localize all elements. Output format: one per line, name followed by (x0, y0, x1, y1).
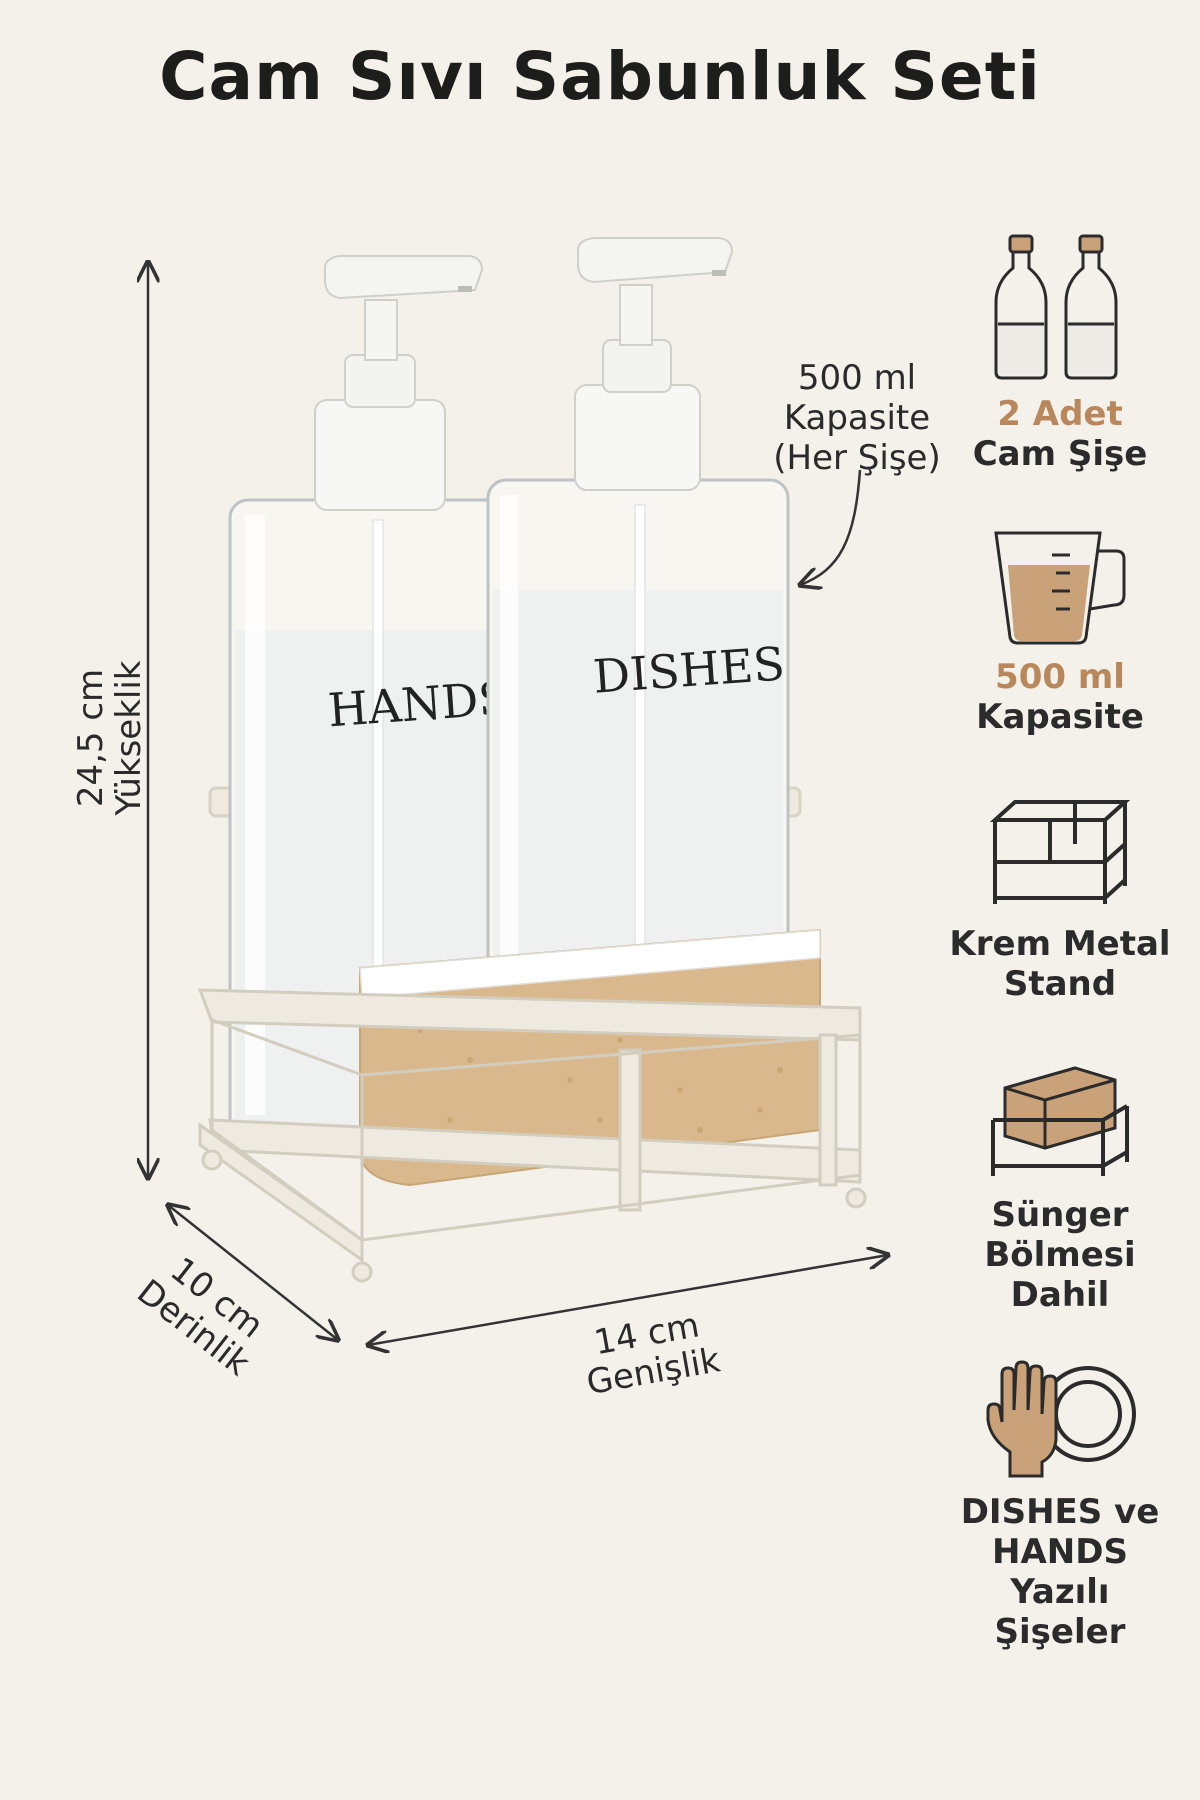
depth-dimension-line (168, 1205, 338, 1340)
feature-glass-bottles-line1: 2 Adet (997, 394, 1123, 434)
capacity-note-line2: Kapasite (783, 398, 931, 438)
feature-sponge-line1: Sünger (991, 1195, 1129, 1235)
feature-labeled-line1: DISHES ve (960, 1492, 1160, 1532)
sponge-compartment-icon (991, 1066, 1129, 1176)
measuring-cup-icon (994, 531, 1126, 645)
glass-bottles-icon (994, 234, 1118, 380)
bottle-dishes-label: DISHES (591, 636, 786, 703)
page-title: Cam Sıvı Sabunluk Seti (159, 38, 1041, 115)
height-label: 24,5 cm Yükseklik (71, 658, 149, 818)
feature-labeled-line3: Yazılı Şişeler (994, 1572, 1126, 1652)
feature-sponge-line2: Bölmesi (984, 1235, 1136, 1275)
capacity-note-line1: 500 ml (797, 358, 917, 398)
capacity-note-line3: (Her Şişe) (773, 438, 941, 478)
width-dimension-line (368, 1255, 888, 1345)
feature-labeled-line2: HANDS (992, 1532, 1128, 1572)
metal-stand-icon (989, 800, 1131, 904)
metal-stand-front (197, 988, 867, 1283)
feature-glass-bottles: 2 Adet Cam Şişe (940, 232, 1180, 474)
feature-glass-bottles-line2: Cam Şişe (972, 434, 1148, 474)
hand-and-plate-icon (986, 1360, 1136, 1478)
feature-labeled-bottles: DISHES ve HANDS Yazılı Şişeler (940, 1360, 1180, 1652)
height-caption: Yükseklik (109, 660, 149, 816)
feature-capacity: 500 ml Kapasite (940, 525, 1180, 737)
feature-capacity-line2: Kapasite (976, 697, 1144, 737)
feature-sponge-line3: Dahil (1010, 1275, 1110, 1315)
height-value: 24,5 cm (71, 668, 111, 808)
feature-metal-stand: Krem Metal Stand (940, 792, 1180, 1004)
feature-sponge-compartment: Sünger Bölmesi Dahil (940, 1058, 1180, 1315)
feature-metal-stand-line2: Stand (1003, 964, 1117, 1004)
capacity-pointer-arrow (800, 469, 862, 585)
feature-capacity-line1: 500 ml (995, 657, 1125, 697)
capacity-note: 500 ml Kapasite (Her Şişe) (752, 358, 962, 478)
bottle-hands-label: HANDS (326, 671, 511, 738)
feature-metal-stand-line1: Krem Metal (949, 924, 1171, 964)
